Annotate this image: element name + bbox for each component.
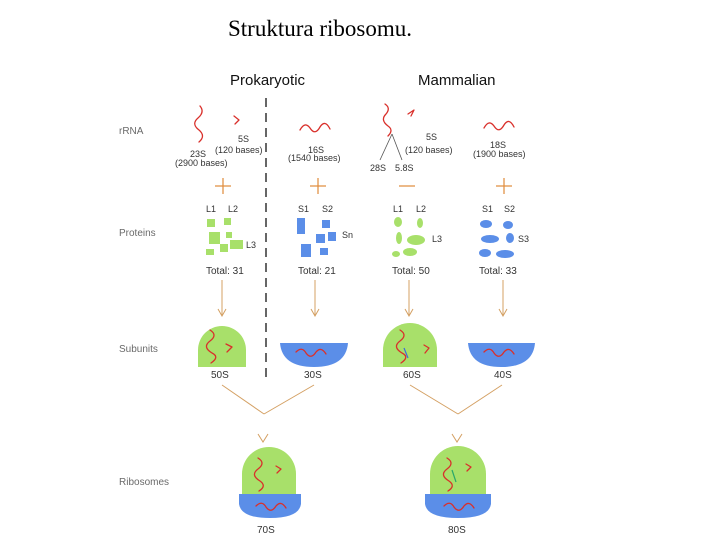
mam-s3-label: S3 <box>518 234 529 244</box>
row-label-subunits: Subunits <box>119 344 158 355</box>
plus-icon <box>215 178 231 194</box>
mam-large-proteins <box>392 217 425 257</box>
mam-l1-label: L1 <box>393 204 403 214</box>
pro-l2-label: L2 <box>228 204 238 214</box>
mam-5s-label: 5S <box>426 132 437 142</box>
mam-l3-label: L3 <box>432 234 442 244</box>
pro-large-subunit-5s <box>225 343 233 353</box>
pro-large-subunit <box>198 326 246 367</box>
pro-small-total: Total: 21 <box>298 266 336 277</box>
pro-l1-label: L1 <box>206 204 216 214</box>
mam-18s-rrna <box>483 120 515 131</box>
pro-large-total: Total: 31 <box>206 266 244 277</box>
mam-large-subunit-rrna <box>395 329 407 364</box>
prokaryotic-header: Prokaryotic <box>230 72 306 89</box>
prokaryotic-ribosome <box>239 447 301 518</box>
pro-large-subunit-label: 50S <box>211 370 229 381</box>
pro-23s-bases: (2900 bases) <box>175 158 228 168</box>
plus-icon <box>496 178 512 194</box>
plus-icon <box>310 178 326 194</box>
mam-58s-label: 5.8S <box>395 163 414 173</box>
pro-s1-label: S1 <box>298 204 309 214</box>
mam-s1-label: S1 <box>482 204 493 214</box>
mam-large-subunit <box>383 323 437 367</box>
arrow-to-subunits <box>217 280 508 318</box>
pro-small-proteins <box>297 218 336 257</box>
mam-l2-label: L2 <box>416 204 426 214</box>
pro-large-proteins <box>206 218 243 255</box>
mam-small-proteins <box>479 220 514 258</box>
pro-sn-label: Sn <box>342 230 353 240</box>
mam-small-total: Total: 33 <box>479 266 517 277</box>
mam-28s-label: 28S <box>370 163 386 173</box>
row-label-rrna: rRNA <box>119 126 144 137</box>
mammalian-ribosome <box>425 446 491 518</box>
mammalian-ribosome-label: 80S <box>448 525 466 536</box>
mam-18s-label: 18S <box>490 140 506 150</box>
prokaryotic-ribosome-label: 70S <box>257 525 275 536</box>
slide-title: Struktura ribosomu. <box>228 16 412 41</box>
mam-s2-label: S2 <box>504 204 515 214</box>
mam-large-subunit-5s <box>423 344 430 354</box>
pro-16s-label: 16S <box>308 145 324 155</box>
mam-small-subunit-label: 40S <box>494 370 512 381</box>
mam-large-subunit-58s <box>403 347 409 359</box>
pro-large-rrna <box>194 105 240 143</box>
mammalian-header: Mammalian <box>418 72 496 89</box>
row-label-ribosomes: Ribosomes <box>119 477 169 488</box>
pro-small-subunit-rrna <box>295 348 327 357</box>
pro-small-subunit-label: 30S <box>304 370 322 381</box>
mam-small-subunit-rrna <box>483 348 515 357</box>
mam-18s-bases: (1900 bases) <box>473 149 526 159</box>
mam-large-subunit-label: 60S <box>403 370 421 381</box>
pro-23s-label: 23S <box>190 149 206 159</box>
row-label-proteins: Proteins <box>119 228 156 239</box>
pro-5s-bases: (120 bases) <box>215 145 263 155</box>
mam-5s-bases: (120 bases) <box>405 145 453 155</box>
pro-large-subunit-rrna <box>205 329 217 364</box>
pro-l3-label: L3 <box>246 240 256 250</box>
pro-16s-rrna <box>299 122 331 133</box>
pro-16s-bases: (1540 bases) <box>288 153 341 163</box>
mam-large-total: Total: 50 <box>392 266 430 277</box>
arrow-to-ribosomes <box>221 384 503 443</box>
pro-5s-label: 5S <box>238 134 249 144</box>
pro-s2-label: S2 <box>322 204 333 214</box>
mam-large-rrna <box>379 103 415 161</box>
